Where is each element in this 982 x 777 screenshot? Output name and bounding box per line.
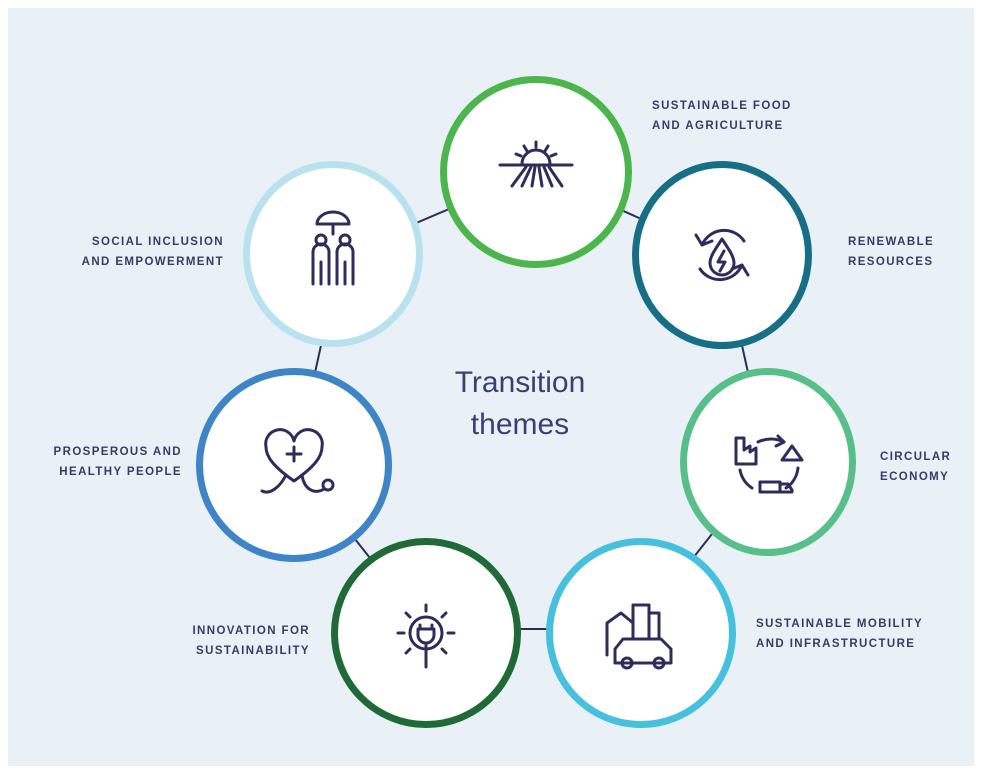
- label-line: INNOVATION FOR: [192, 625, 310, 637]
- node-renewable-resources: [632, 161, 812, 349]
- sun-plug-icon: [396, 603, 456, 669]
- label-line: RENEWABLE: [848, 236, 935, 248]
- label-line: CIRCULAR: [880, 451, 952, 463]
- center-title-line: Transition: [454, 366, 586, 399]
- label-line: SUSTAINABLE MOBILITY: [756, 618, 924, 630]
- node-social-inclusion: [243, 161, 423, 347]
- label-line: SOCIAL INCLUSION: [91, 236, 224, 248]
- label-line: SUSTAINABILITY: [196, 645, 310, 657]
- node-circular-economy: [680, 368, 856, 556]
- label-line: PROSPEROUS AND: [53, 446, 182, 458]
- label-line: AND EMPOWERMENT: [81, 256, 224, 268]
- label-line: ECONOMY: [880, 471, 950, 483]
- center-title-line: themes: [470, 408, 570, 441]
- center-title: Transition themes: [420, 362, 620, 446]
- label-line: AND INFRASTRUCTURE: [756, 638, 916, 650]
- heart-stethoscope-icon: [260, 428, 335, 494]
- node-sustainable-food: [440, 76, 632, 268]
- recycle-energy-drop-icon: [694, 228, 750, 282]
- label-innovation: INNOVATION FOR SUSTAINABILITY: [192, 621, 310, 661]
- label-circular-economy: CIRCULAR ECONOMY: [880, 447, 951, 487]
- label-sustainable-food: SUSTAINABLE FOOD AND AGRICULTURE: [652, 96, 792, 136]
- people-umbrella-icon: [311, 210, 355, 286]
- label-line: AND AGRICULTURE: [652, 120, 784, 132]
- node-sustainable-mobility: [546, 538, 736, 728]
- label-line: HEALTHY PEOPLE: [59, 466, 182, 478]
- label-line: SUSTAINABLE FOOD: [652, 100, 792, 112]
- node-innovation: [331, 538, 521, 728]
- label-social-inclusion: SOCIAL INCLUSION AND EMPOWERMENT: [82, 232, 224, 272]
- label-renewable-resources: RENEWABLE RESOURCES: [848, 232, 934, 272]
- sunrise-field-icon: [498, 140, 574, 188]
- node-prosperous-healthy: [196, 368, 392, 562]
- label-line: RESOURCES: [848, 256, 934, 268]
- city-car-icon: [605, 603, 673, 670]
- label-prosperous-healthy: PROSPEROUS AND HEALTHY PEOPLE: [54, 442, 182, 482]
- circular-supply-chain-icon: [734, 434, 804, 494]
- label-sustainable-mobility: SUSTAINABLE MOBILITY AND INFRASTRUCTURE: [756, 614, 923, 654]
